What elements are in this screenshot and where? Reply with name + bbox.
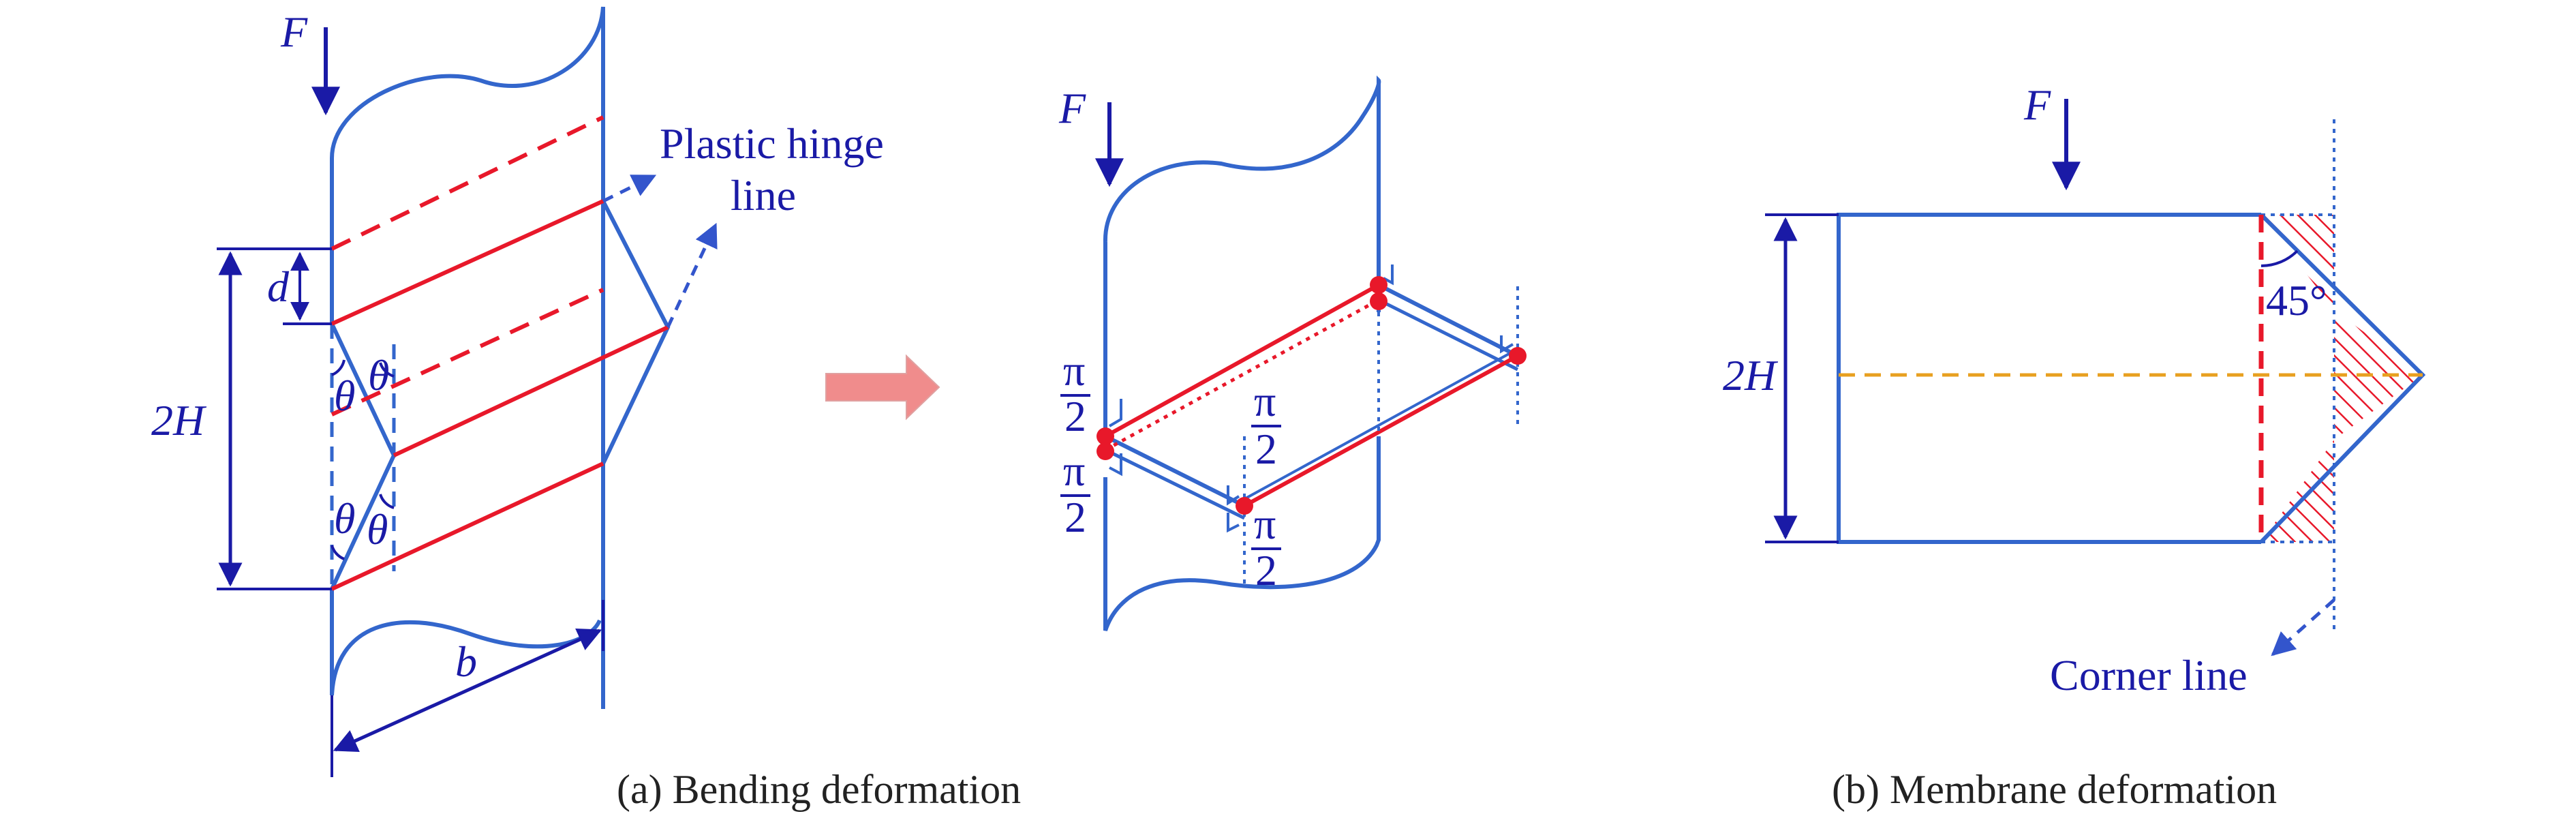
panel-a-hinge-line-dashed-mid	[331, 288, 604, 417]
panel-mid-hinge-model: F π 2 π 2 π 2 π 2	[1058, 75, 1527, 631]
panel-mid-hinge-dot-2	[1097, 442, 1114, 460]
panel-a-thickness-label: d	[267, 262, 290, 311]
panel-mid-right-angle-6	[1227, 513, 1240, 533]
panel-mid-right-angle-5	[1227, 485, 1240, 506]
panel-b-hatch-middle	[2334, 310, 2423, 440]
panel-a-angle-label-1: θ	[334, 372, 355, 420]
panel-b-corner-callout: Corner line	[2050, 651, 2248, 699]
panel-mid-link-top-right	[1377, 283, 1519, 358]
panel-mid-right-angle-2	[1109, 453, 1122, 477]
panel-a-width-dimension	[333, 628, 602, 753]
panel-a-width-label: b	[455, 637, 477, 686]
panel-b-angle-label: 45°	[2266, 276, 2327, 324]
panel-b-hatch-upper	[2261, 215, 2334, 310]
panel-a-angle-label-2: θ	[368, 351, 389, 399]
panel-a-hinge-line-2	[393, 325, 669, 457]
panel-mid-hinge-line-2	[1243, 354, 1519, 508]
right-arrow-icon	[825, 354, 940, 421]
panel-mid-force-label: F	[1058, 84, 1086, 132]
panel-mid-hinge-dot-1	[1097, 427, 1114, 445]
panel-a-bending: F 2H d θ θ θ θ b Plastic hinge line	[151, 6, 884, 777]
panel-a-force-label: F	[280, 7, 308, 56]
panel-mid-right-angle-1	[1108, 399, 1122, 427]
panel-mid-hinge-dot-6	[1509, 347, 1527, 365]
panel-a-hinge-callout-line1: Plastic hinge	[660, 119, 884, 168]
panel-b-angle-arc	[2260, 250, 2299, 267]
panel-mid-pi-numerator-3: π	[1254, 377, 1276, 425]
panel-mid-right-angle-3	[1383, 265, 1394, 286]
panel-mid-right-angle-4	[1500, 335, 1514, 354]
panel-a-hinge-line-dashed-top	[331, 115, 604, 251]
panel-b-plate-outline	[1837, 213, 2261, 544]
panel-a-hinge-callout-line2: line	[731, 171, 796, 220]
panel-mid-pi-numerator-2: π	[1063, 447, 1085, 495]
panel-mid-hinge-line-2-b	[1244, 348, 1518, 500]
panel-a-angle-arc-2	[379, 362, 395, 378]
panel-mid-pi-denominator-3: 2	[1255, 425, 1277, 473]
panel-a-hinge-line-3	[331, 462, 604, 591]
panel-mid-pi-numerator-1: π	[1063, 346, 1085, 395]
panel-mid-hinge-dot-5	[1236, 497, 1253, 515]
panel-mid-link-top-right-b	[1377, 298, 1519, 372]
panel-a-hinge-line-1	[331, 199, 604, 326]
panel-a-caption: (a) Bending deformation	[617, 767, 1021, 812]
panel-a-angle-arc-4	[379, 494, 395, 509]
panel-mid-hinge-line-1-dotted	[1104, 298, 1380, 452]
panel-b-corner-callout-arrow	[2271, 599, 2335, 656]
panel-mid-link-top-left-b	[1104, 448, 1246, 520]
panel-mid-pi-numerator-4: π	[1254, 500, 1276, 548]
panel-mid-pi-denominator-4: 2	[1255, 546, 1277, 594]
panel-mid-hinge-dot-4	[1370, 292, 1387, 310]
panel-a-hinge-callout-arrow-2	[666, 222, 718, 329]
panel-mid-hinge-dot-3	[1370, 276, 1387, 294]
panel-b-membrane: 45° F 2H Corner line	[1723, 80, 2426, 699]
panel-a-height-label: 2H	[151, 396, 207, 444]
panel-mid-pi-denominator-1: 2	[1064, 392, 1086, 440]
panel-b-height-label: 2H	[1723, 351, 1779, 399]
panel-b-force-label: F	[2023, 80, 2051, 129]
panel-mid-tube-outline	[1103, 75, 1381, 631]
panel-b-caption: (b) Membrane deformation	[1832, 767, 2277, 812]
panel-mid-hinge-line-1	[1104, 283, 1380, 438]
panel-a-angle-arc-1	[331, 359, 346, 376]
panel-a-angle-label-3: θ	[334, 494, 355, 543]
panel-a-angle-label-4: θ	[367, 505, 388, 554]
panel-mid-link-top-left	[1104, 434, 1246, 508]
panel-a-hinge-callout-arrow-1	[602, 174, 657, 203]
panel-mid-pi-denominator-2: 2	[1064, 493, 1086, 541]
panel-a-angle-arc-3	[331, 545, 345, 560]
panel-b-hatch-lower	[2261, 440, 2334, 542]
